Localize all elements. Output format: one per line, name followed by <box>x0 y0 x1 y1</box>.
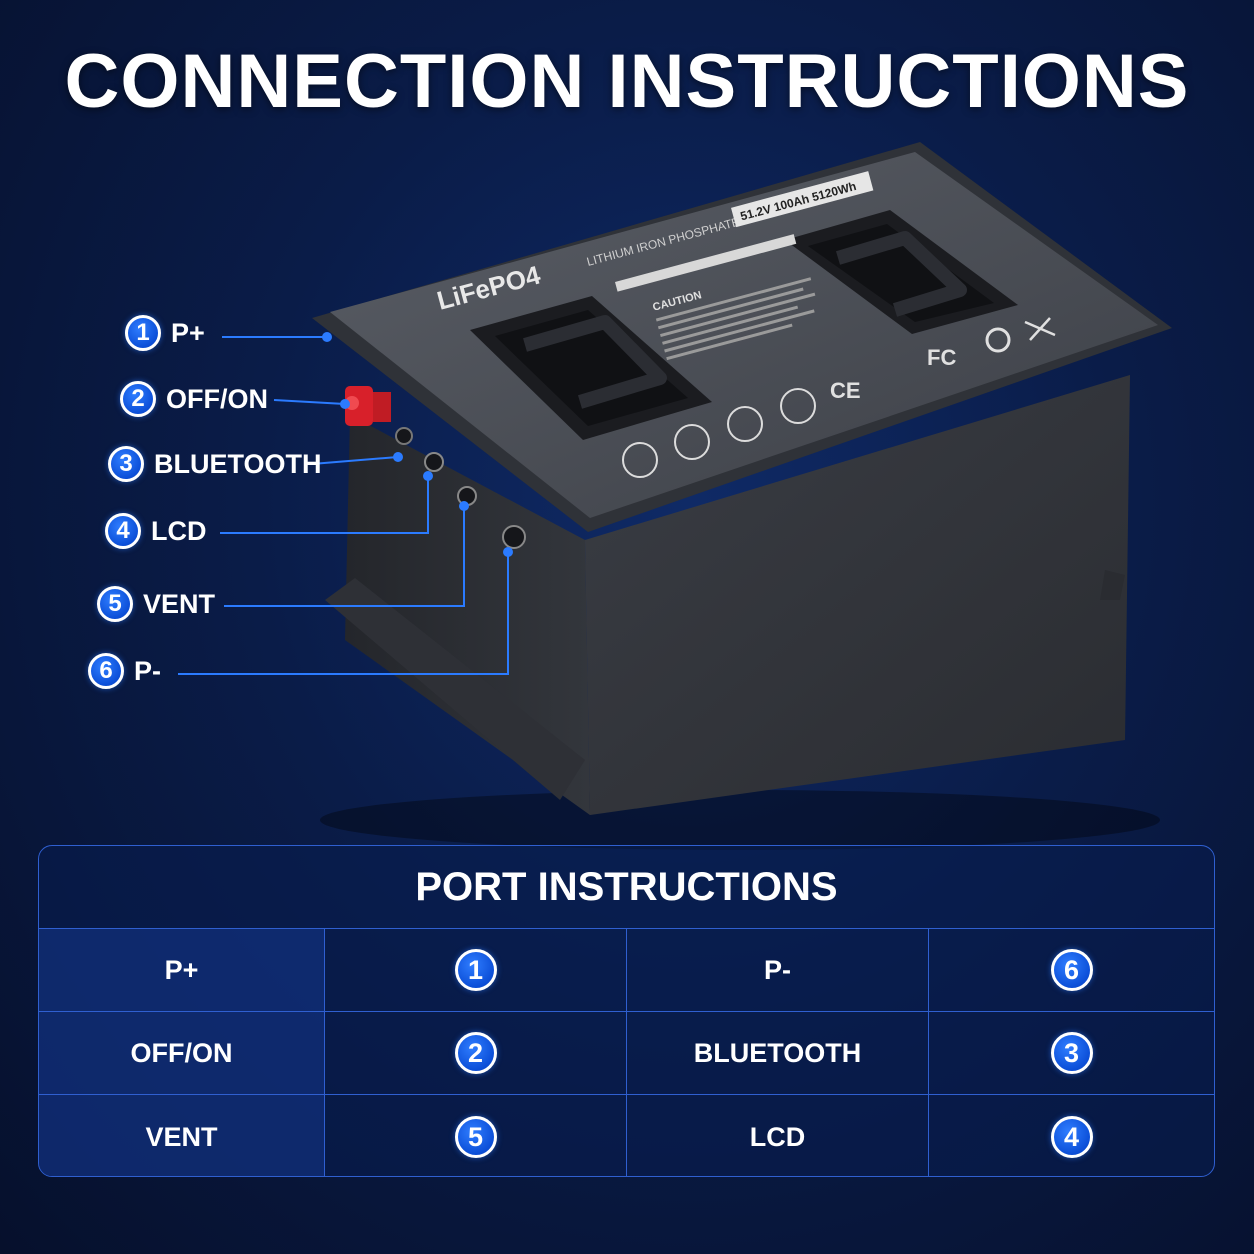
port-number-cell: 3 <box>929 1012 1214 1094</box>
table-row: OFF/ON 2 BLUETOOTH 3 <box>39 1012 1214 1095</box>
callout-number-badge: 5 <box>97 586 133 622</box>
callout-number-badge: 3 <box>108 446 144 482</box>
port-number-cell: 4 <box>929 1095 1214 1176</box>
port-name-cell: VENT <box>39 1095 325 1176</box>
callout-label: OFF/ON <box>166 383 268 414</box>
port-instructions-table: PORT INSTRUCTIONS P+ 1 P- 6 OFF/ON 2 BLU… <box>38 845 1215 1177</box>
number-badge: 3 <box>1050 1032 1093 1074</box>
number-badge: 1 <box>454 949 497 991</box>
leader-endpoints <box>322 332 513 557</box>
callout-number-badge: 1 <box>125 315 161 351</box>
port-bluetooth <box>395 427 413 445</box>
ce-mark: CE <box>830 378 861 403</box>
table-title: PORT INSTRUCTIONS <box>39 846 1214 929</box>
battery-lid <box>330 152 1158 518</box>
callout-p-minus: 6 P- <box>88 653 161 689</box>
fc-mark: FC <box>927 345 956 370</box>
callout-bluetooth: 3 BLUETOOTH <box>108 446 322 482</box>
terminal-p-minus <box>502 525 526 549</box>
callout-number-badge: 2 <box>120 381 156 417</box>
number-badge: 6 <box>1050 949 1093 991</box>
number-badge: 5 <box>454 1116 497 1158</box>
leader-lines <box>178 336 509 675</box>
table-row: VENT 5 LCD 4 <box>39 1095 1214 1176</box>
port-name-cell: LCD <box>627 1095 929 1176</box>
callout-lcd: 4 LCD <box>105 513 207 549</box>
port-name-cell: P+ <box>39 929 325 1011</box>
right-handle <box>785 210 1018 334</box>
port-number-cell: 1 <box>325 929 627 1011</box>
port-name-cell: OFF/ON <box>39 1012 325 1094</box>
leader-line-4 <box>220 476 429 534</box>
port-number-cell: 2 <box>325 1012 627 1094</box>
callout-label: P+ <box>171 317 205 348</box>
port-number-cell: 6 <box>929 929 1214 1011</box>
leader-line-6 <box>178 552 509 675</box>
port-lcd <box>424 452 444 472</box>
left-handle <box>470 296 712 440</box>
page-title: CONNECTION INSTRUCTIONS <box>64 39 1190 124</box>
leader-line-2 <box>273 399 346 405</box>
caution-panel: CAUTION <box>614 234 816 361</box>
callout-vent: 5 VENT <box>97 586 215 622</box>
number-badge: 2 <box>454 1032 497 1074</box>
safety-icons <box>622 388 816 478</box>
switch-off-on <box>373 392 391 422</box>
port-name-cell: BLUETOOTH <box>627 1012 929 1094</box>
callout-label: LCD <box>151 515 207 546</box>
callout-off-on: 2 OFF/ON <box>120 381 268 417</box>
callout-p-plus: 1 P+ <box>125 315 205 351</box>
port-name-cell: P- <box>627 929 929 1011</box>
port-number-cell: 5 <box>325 1095 627 1176</box>
battery-front-face <box>585 375 1130 815</box>
callout-number-badge: 4 <box>105 513 141 549</box>
battery-foot-rail <box>325 578 585 800</box>
leader-line-5 <box>224 506 465 607</box>
number-badge: 4 <box>1050 1116 1093 1158</box>
callout-label: P- <box>134 655 161 686</box>
battery-side-face <box>345 415 590 815</box>
table-row: P+ 1 P- 6 <box>39 929 1214 1012</box>
leader-line-3 <box>311 456 399 465</box>
weee-bin-icon <box>1024 317 1056 341</box>
callout-label: VENT <box>143 588 216 619</box>
callout-number-badge: 6 <box>88 653 124 689</box>
recycle-icon <box>985 327 1011 353</box>
battery-shadow <box>320 790 1160 850</box>
callout-label: BLUETOOTH <box>154 448 322 479</box>
